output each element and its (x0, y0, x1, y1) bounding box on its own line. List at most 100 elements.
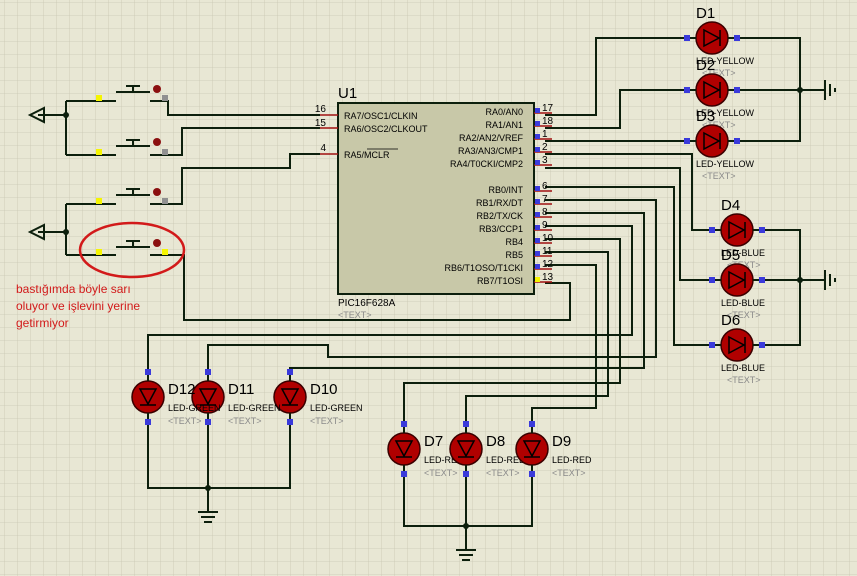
pin-marker (535, 264, 540, 269)
push-buttons[interactable] (106, 85, 166, 256)
pin-num: 9 (542, 220, 548, 231)
switch-pin-markers (96, 85, 168, 255)
pin-num: 2 (542, 142, 548, 153)
led-ref: D5 (721, 247, 740, 264)
pin-num-4: 4 (320, 143, 326, 154)
led-part: LED-RED (424, 455, 464, 465)
pin-name-ra6: RA6/OSC2/CLKOUT (344, 124, 428, 134)
led-ref: D9 (552, 433, 571, 450)
led-ref: D2 (696, 57, 715, 74)
led-text: <TEXT> (702, 171, 736, 181)
led-ref: D6 (721, 312, 740, 329)
led-ref: D11 (228, 381, 254, 398)
pin-num: 18 (542, 116, 554, 127)
pin-name: RB7/T1OSI (477, 276, 523, 286)
led-part: LED-RED (486, 455, 526, 465)
led-part: LED-GREEN (228, 403, 281, 413)
led-text: <TEXT> (168, 416, 202, 426)
pin-num: 17 (542, 103, 554, 114)
pin-num: 6 (542, 181, 548, 192)
pin-marker (535, 147, 540, 152)
junctions (63, 87, 803, 529)
pin-num-16: 16 (315, 104, 327, 115)
led-part: LED-BLUE (721, 298, 765, 308)
pin-name: RB4 (505, 237, 523, 247)
led-text: <TEXT> (727, 310, 761, 320)
pin-marker (535, 199, 540, 204)
led-part: LED-YELLOW (696, 56, 755, 66)
led-part: LED-BLUE (721, 248, 765, 258)
pin-name: RB3/CCP1 (479, 224, 523, 234)
led-text: <TEXT> (228, 416, 262, 426)
led-part: LED-YELLOW (696, 159, 755, 169)
pin-name: RA1/AN1 (485, 120, 523, 130)
led-part: LED-GREEN (310, 403, 363, 413)
mcu-left-pins: 16 15 4 RA7/OSC1/CLKIN RA6/OSC2/CLKOUT R… (315, 104, 428, 160)
pin-num: 11 (542, 246, 553, 257)
pin-marker (535, 160, 540, 165)
led-text: <TEXT> (310, 416, 344, 426)
led-text: <TEXT> (486, 468, 520, 478)
pin-num: 7 (542, 194, 548, 205)
pin-marker (535, 277, 540, 282)
led-ref: D12 (168, 381, 196, 398)
pin-name: RB6/T1OSO/T1CKI (444, 263, 523, 273)
pin-name: RB0/INT (488, 185, 523, 195)
pin-name-ra5: RA5/MCLR (344, 150, 390, 160)
led-ref: D10 (310, 381, 338, 398)
led-array: D1LED-YELLOW<TEXT>D2LED-YELLOW<TEXT>D3LE… (131, 5, 765, 478)
led-part: LED-RED (552, 455, 592, 465)
mcu-chip[interactable]: U1 PIC16F628A <TEXT> (337, 85, 535, 320)
pin-name-ra7: RA7/OSC1/CLKIN (344, 111, 418, 121)
led-text: <TEXT> (424, 468, 458, 478)
pin-marker (535, 212, 540, 217)
annotation-line-2: oluyor ve işlevini yerine (16, 299, 140, 313)
highlight-ellipse (78, 221, 186, 279)
pin-name: RB1/RX/DT (476, 198, 524, 208)
pin-num: 13 (542, 272, 554, 283)
pin-marker (535, 225, 540, 230)
pin-num: 10 (542, 233, 554, 244)
led-text: <TEXT> (552, 468, 586, 478)
pin-name: RB2/TX/CK (476, 211, 523, 221)
led-part: LED-YELLOW (696, 108, 755, 118)
pin-num: 3 (542, 155, 548, 166)
led-text: <TEXT> (702, 68, 736, 78)
pin-num-15: 15 (315, 118, 327, 129)
mcu-designator: U1 (338, 85, 357, 102)
pin-name: RA3/AN3/CMP1 (458, 146, 523, 156)
led-part: LED-GREEN (168, 403, 221, 413)
pin-num: 12 (542, 259, 554, 270)
pin-name: RA4/T0CKI/CMP2 (450, 159, 523, 169)
led-ref: D7 (424, 433, 443, 450)
mcu-part-name: PIC16F628A (338, 298, 396, 309)
pin-marker (535, 251, 540, 256)
pin-marker (535, 134, 540, 139)
annotation-line-1: bastığımda böyle sarı (16, 282, 131, 296)
led-ref: D4 (721, 197, 740, 214)
annotation-line-3: getirmiyor (16, 316, 69, 330)
input-port-arrows (27, 106, 45, 241)
ground-symbols (198, 80, 836, 561)
led-ref: D1 (696, 5, 715, 22)
pin-marker (535, 238, 540, 243)
pin-num: 1 (542, 129, 548, 140)
pin-name: RA2/AN2/VREF (459, 133, 524, 143)
pin-marker (535, 108, 540, 113)
mcu-text-placeholder: <TEXT> (338, 310, 372, 320)
led-part: LED-BLUE (721, 363, 765, 373)
led-ref: D8 (486, 433, 505, 450)
led-text: <TEXT> (702, 120, 736, 130)
